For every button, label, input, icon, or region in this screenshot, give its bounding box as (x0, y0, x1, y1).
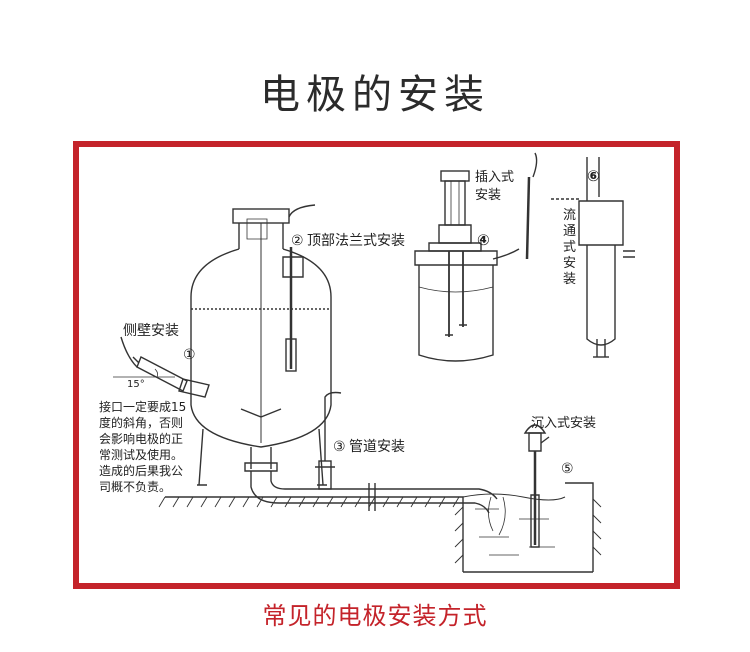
label-side: 侧壁安装 ① 15° (123, 323, 196, 390)
warning-note: 接口一定要成15 度的斜角，否则 会影响电极的正 常测试及使用。 造成的后果我公… (99, 399, 186, 494)
flow-char: 安 (563, 256, 576, 271)
label-insert: 插入式 安装 ④ (475, 170, 514, 249)
label-flange: ② 顶部法兰式安装 (291, 233, 405, 249)
warning-line: 度的斜角，否则 (99, 415, 183, 430)
water-basin (462, 424, 566, 556)
side-angle: 15° (127, 379, 145, 390)
insertion-apparatus (414, 152, 538, 362)
caption: 常见的电极安装方式 (262, 602, 488, 630)
warning-line: 司概不负责。 (99, 480, 171, 494)
flow-char: 通 (563, 224, 576, 239)
warning-line: 接口一定要成15 (99, 399, 186, 414)
reactor-tank (190, 208, 369, 504)
pipe-text: 管道安装 (349, 439, 405, 455)
side-num: ① (183, 347, 196, 363)
flange-electrode (282, 204, 316, 372)
flange-num: ② (291, 233, 304, 249)
label-flow: ⑥ 流 通 式 安 装 (563, 167, 600, 287)
pipe-line (315, 391, 498, 514)
flow-char: 流 (563, 208, 576, 223)
warning-line: 会影响电极的正 (99, 431, 183, 446)
diagram-frame: ② 顶部法兰式安装 侧壁安装 ① 15° ③ 管道安装 插入式 安装 ④ 沉入式… (73, 141, 680, 589)
side-electrode (113, 336, 210, 398)
flow-char: 式 (563, 240, 576, 255)
submerged-num: ⑤ (561, 461, 574, 477)
label-submerged: 沉入式安装 ⑤ (531, 416, 596, 477)
flow-char: 装 (563, 272, 576, 287)
pipe-num: ③ (333, 439, 346, 455)
submerged-text: 沉入式安装 (531, 416, 596, 431)
warning-line: 造成的后果我公 (99, 463, 183, 478)
flow-num: ⑥ (587, 167, 600, 185)
warning-line: 常测试及使用。 (99, 447, 183, 462)
insert-line2: 安装 (475, 188, 501, 203)
label-pipe: ③ 管道安装 (333, 439, 405, 455)
page-title: 电极的安装 (260, 72, 490, 118)
insert-num: ④ (477, 231, 490, 249)
side-text: 侧壁安装 (123, 323, 179, 339)
flange-text: 顶部法兰式安装 (307, 233, 405, 249)
insert-line1: 插入式 (475, 170, 514, 185)
installation-diagram: ② 顶部法兰式安装 侧壁安装 ① 15° ③ 管道安装 插入式 安装 ④ 沉入式… (99, 152, 635, 573)
flow-cell (551, 157, 635, 358)
